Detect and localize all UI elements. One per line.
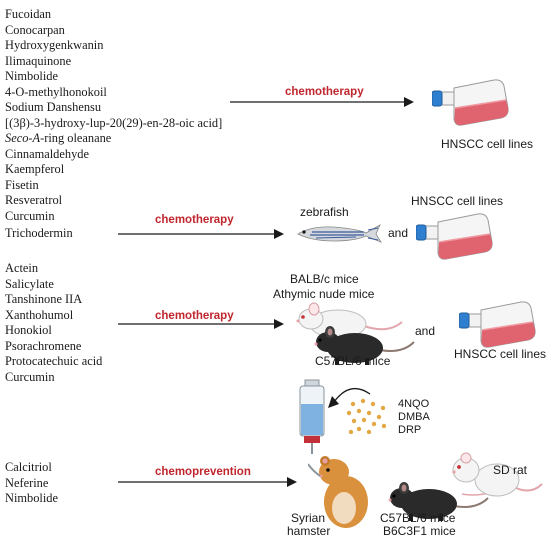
compound-seco-rest: -ring oleanane (40, 131, 112, 145)
compound-item: Xanthohumol (5, 307, 74, 322)
compound-item: Nimbolide (5, 69, 58, 83)
compound-item: Conocarpan (5, 22, 65, 37)
mice-black-label: C57BL/6 mice (315, 354, 391, 368)
compound-item: Calcitriol (5, 460, 52, 474)
group2-target2-label: HNSCC cell lines (411, 194, 504, 208)
compound-item: Resveratrol (5, 193, 63, 207)
group3-arrow-label: chemotherapy (155, 310, 234, 322)
group3-and-label: and (415, 324, 436, 338)
compound-item: Curcumin (5, 369, 55, 384)
group2-and-label: and (388, 226, 409, 240)
group4-compound-list: Calcitriol Neferine Nimbolide (5, 460, 58, 507)
hamster-icon (308, 456, 368, 528)
carcinogen-item: DMBA (398, 411, 430, 423)
rat-label: SD rat (493, 463, 528, 477)
hamster-label-line1: Syrian (291, 511, 326, 525)
group4-mice-line1: C57BL/6 mice (380, 511, 456, 525)
compound-item: Kaempferol (5, 162, 65, 176)
curved-arrow-icon (328, 387, 371, 408)
compound-item: Nimbolide (5, 491, 58, 505)
flask-icon (432, 79, 509, 126)
compound-item: Psorachromene (5, 338, 82, 353)
compound-item: [(3β)-3-hydroxy-lup-20(29)-en-28-oic aci… (5, 115, 223, 130)
compound-item: Actein (5, 261, 39, 275)
compound-item: Curcumin (5, 208, 55, 223)
zebrafish-icon (297, 224, 382, 243)
mice-label-line1: BALB/c mice (290, 272, 359, 286)
compound-item: Neferine (5, 475, 49, 490)
water-bottle-icon (299, 379, 325, 454)
mice-label-line2: Athymic nude mice (273, 287, 375, 301)
group3-compound-list: Actein Salicylate Tanshinone IIA Xanthoh… (5, 261, 102, 385)
carcinogen-item: 4NQO (398, 398, 430, 410)
compound-item: Cinnamaldehyde (5, 146, 89, 161)
compound-item: Honokiol (5, 323, 52, 337)
carcinogen-item: DRP (398, 424, 422, 436)
group1-target-label: HNSCC cell lines (441, 137, 534, 151)
group1-arrow-label: chemotherapy (285, 86, 364, 98)
compound-item: Protocatechuic acid (5, 354, 103, 368)
compound-item: Fisetin (5, 177, 39, 192)
group1-compound-list: Fucoidan Conocarpan Hydroxygenkwanin Ili… (5, 7, 222, 224)
flask-icon (459, 301, 536, 348)
group4-mice-line2: B6C3F1 mice (383, 524, 456, 538)
carcinogen-list: 4NQO DMBA DRP (398, 398, 430, 437)
carcinogen-dots-icon (346, 398, 387, 435)
compound-item: Salicylate (5, 276, 54, 291)
hamster-label-line2: hamster (287, 524, 331, 538)
flask-icon (416, 213, 493, 260)
compound-item: Sodium Danshensu (5, 100, 102, 114)
group3-target2-label: HNSCC cell lines (454, 347, 547, 361)
rat-icon (452, 452, 543, 497)
zebrafish-label: zebrafish (300, 205, 349, 219)
compound-item-seco: Seco-A-ring oleanane (5, 131, 222, 147)
group4-arrow-label: chemoprevention (155, 466, 251, 478)
compound-item: Hydroxygenkwanin (5, 38, 104, 52)
compound-item: Fucoidan (5, 7, 52, 21)
compound-item: 4-O-methylhonokoil (5, 84, 107, 99)
compound-seco-italic: Seco-A (5, 131, 41, 145)
group2-compound: Trichodermin (5, 226, 73, 240)
compound-item: Ilimaquinone (5, 53, 72, 68)
compound-item: Tanshinone IIA (5, 292, 83, 306)
group2-arrow-label: chemotherapy (155, 214, 234, 226)
